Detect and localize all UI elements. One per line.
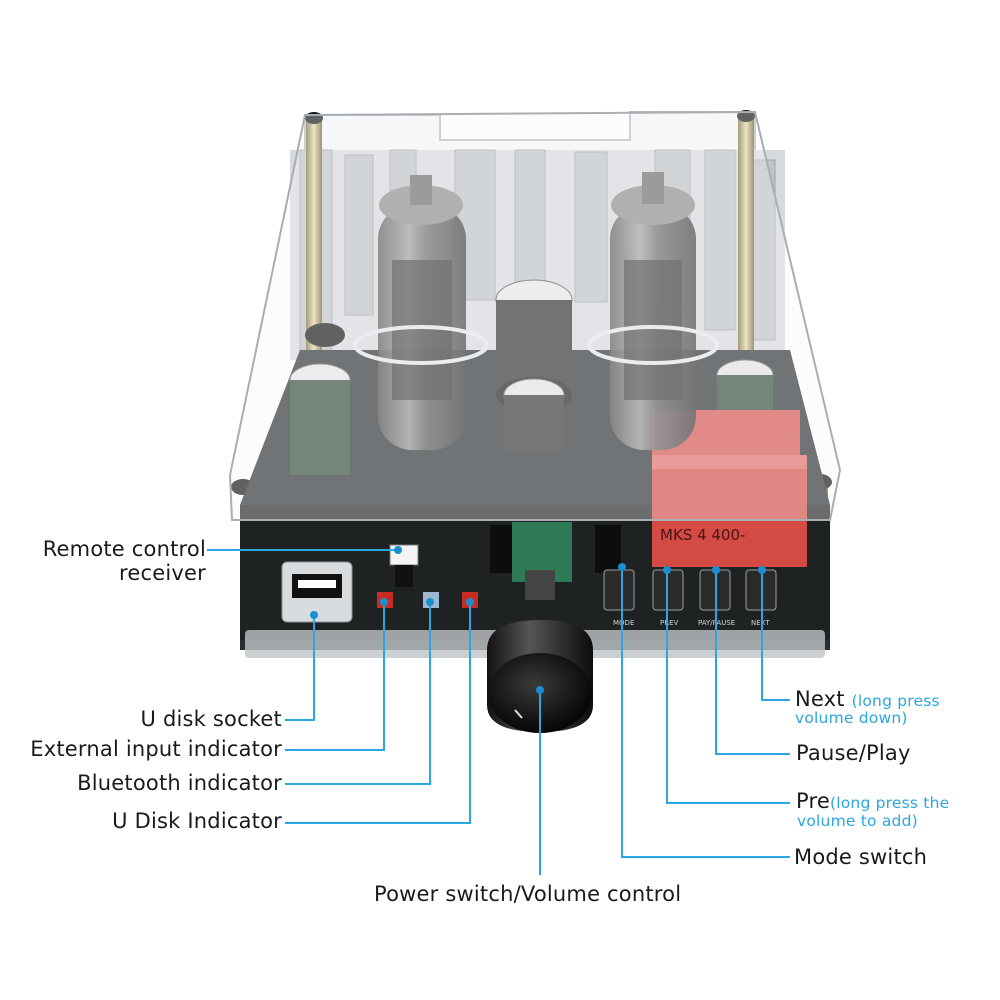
print-next: NEXT <box>751 619 770 627</box>
print-mode: MODE <box>613 619 634 627</box>
callout-dots <box>310 546 766 694</box>
next-note-line-1: (long press <box>851 692 940 710</box>
remote-control-line-2: receiver <box>119 561 206 585</box>
pre-text: Pre <box>796 789 830 813</box>
next-text: Next <box>795 687 845 711</box>
pre-note-line-2: volume to add) <box>797 812 918 830</box>
remote-control-line-1: Remote control <box>42 537 206 561</box>
callout-lines <box>207 549 790 875</box>
vacuum-tube-left <box>353 175 489 450</box>
usb-socket <box>281 561 353 623</box>
next-note-line-2: volume down) <box>795 709 908 727</box>
wima-capacitors: MKS 4 400- <box>652 410 807 567</box>
u-disk-socket-label: U disk socket <box>140 707 282 731</box>
external-input-indicator-label: External input indicator <box>30 737 282 761</box>
volume-knob <box>487 522 593 733</box>
pause-play-label: Pause/Play <box>796 741 911 765</box>
mode-switch-label: Mode switch <box>794 845 928 869</box>
pre-note-line-1: (long press the <box>830 794 950 812</box>
u-disk-indicator-label: U Disk Indicator <box>112 809 282 833</box>
remote-control-receiver-label: Remote control receiver <box>20 537 206 585</box>
capacitor-print: MKS 4 400- <box>660 526 745 544</box>
print-prev: PREV <box>660 619 679 627</box>
power-volume-label: Power switch/Volume control <box>374 882 682 906</box>
acrylic-top-plate <box>228 110 842 521</box>
bluetooth-indicator-label: Bluetooth indicator <box>77 771 282 795</box>
next-label: Next (long press <box>795 687 940 711</box>
pre-label: Pre(long press the <box>796 789 949 813</box>
vacuum-tube-right <box>587 172 719 450</box>
